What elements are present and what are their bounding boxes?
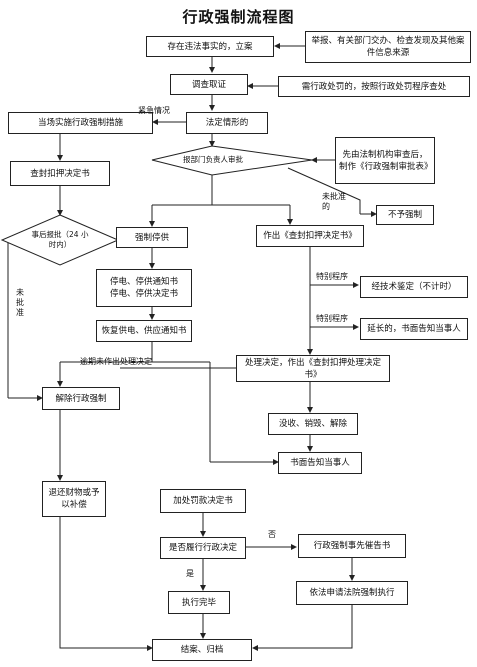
box-execution-done: 执行完毕 bbox=[168, 591, 230, 614]
box-case-sources: 举报、有关部门交办、检查发现及其他案件信息来源 bbox=[305, 31, 471, 63]
approval-diamond bbox=[151, 145, 313, 176]
box-archive: 结案、归档 bbox=[152, 639, 252, 661]
box-extend-notice: 延长的，书面告知当事人 bbox=[360, 318, 468, 340]
box-tech-appraisal: 经技术鉴定（不计时） bbox=[360, 276, 468, 298]
box-refund: 退还财物或予以补偿 bbox=[42, 481, 106, 517]
approval-diamond-label: 报部门负责人审批 bbox=[183, 155, 243, 164]
box-stop-notice: 停电、停供通知书 停电、停供决定书 bbox=[96, 269, 192, 307]
report-diamond bbox=[0, 214, 120, 266]
box-seal-decision-left: 查封扣押决定书 bbox=[10, 161, 110, 186]
box-confiscate: 没收、销毁、解除 bbox=[268, 413, 358, 435]
box-restore-notice: 恢复供电、供应通知书 bbox=[96, 320, 192, 342]
box-supply-stop: 强制停供 bbox=[116, 227, 188, 248]
label-urgent: 紧急情况 bbox=[138, 106, 170, 115]
label-not-approved-right: 未批准的 bbox=[322, 192, 346, 211]
label-special-2: 特别程序 bbox=[316, 314, 348, 323]
box-prior-warning: 行政强制事先催告书 bbox=[298, 534, 406, 558]
chart-title: 行政强制流程图 bbox=[182, 8, 295, 26]
label-overdue: 逾期未作出处理决定 bbox=[80, 357, 152, 366]
box-handling-decision: 处理决定，作出《查封扣押处理决定书》 bbox=[236, 355, 390, 382]
box-no-force: 不予强制 bbox=[376, 205, 434, 225]
box-illegal-case: 存在违法事实的，立案 bbox=[146, 36, 274, 57]
box-release-measure: 解除行政强制 bbox=[42, 387, 120, 410]
box-penalty: 需行政处罚的，按照行政处罚程序查处 bbox=[278, 76, 470, 97]
box-perform-decision: 是否履行行政决定 bbox=[160, 537, 246, 559]
box-fine-decision: 加处罚款决定书 bbox=[160, 489, 246, 513]
box-seal-issue: 作出《查封扣押决定书》 bbox=[256, 225, 364, 247]
label-no: 否 bbox=[268, 530, 276, 539]
box-court-enforcement: 依法申请法院强制执行 bbox=[296, 581, 408, 605]
label-special-1: 特别程序 bbox=[316, 272, 348, 281]
report-diamond-label: 事后报批（24 小时内） bbox=[31, 230, 89, 249]
box-statutory: 法定情形的 bbox=[186, 112, 268, 134]
box-written-notice: 书面告知当事人 bbox=[278, 452, 362, 474]
box-investigate: 调查取证 bbox=[170, 74, 248, 95]
box-onsite-measure: 当场实施行政强制措施 bbox=[8, 112, 153, 134]
box-legal-review: 先由法制机构审查后，制作《行政强制审批表》 bbox=[335, 137, 435, 184]
label-yes: 是 bbox=[186, 569, 194, 578]
label-not-approved-left: 未批准 bbox=[16, 288, 24, 317]
